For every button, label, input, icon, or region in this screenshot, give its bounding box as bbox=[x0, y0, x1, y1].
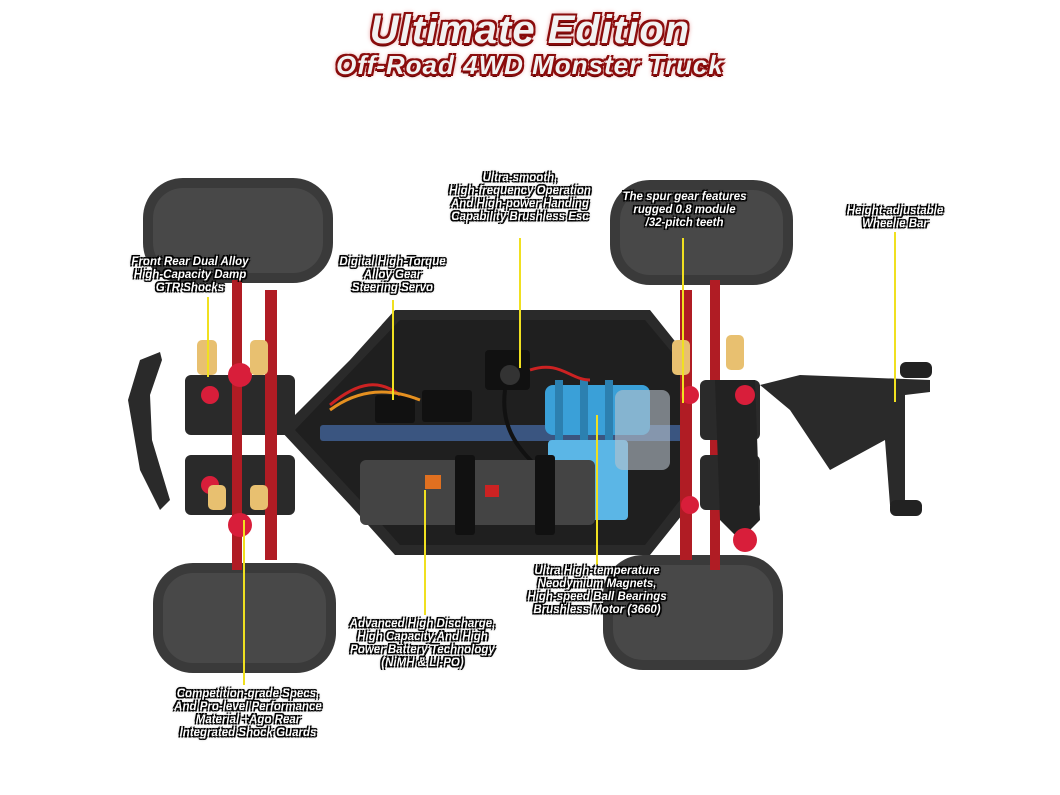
title-subtitle: Off-Road 4WD Monster Truck bbox=[336, 50, 724, 80]
callout-shocks: Front Rear Dual Alloy High-Capacity Damp… bbox=[131, 256, 249, 294]
front-bumper bbox=[128, 352, 170, 510]
servo bbox=[375, 395, 415, 423]
leader-line-battery bbox=[424, 490, 426, 615]
leader-line-spur bbox=[682, 238, 684, 403]
leader-line-esc bbox=[519, 238, 521, 368]
receiver bbox=[422, 390, 472, 422]
leader-line-wheelie bbox=[894, 232, 896, 402]
leader-line-motor bbox=[596, 415, 598, 565]
wheelie-bar bbox=[760, 362, 932, 516]
tire-front-right bbox=[610, 180, 793, 285]
leader-line-servo bbox=[392, 300, 394, 400]
callout-wheelie-bar: Height-adjustable Wheelie Bar bbox=[846, 205, 944, 230]
callout-battery: Advanced High Discharge, High Capacity A… bbox=[349, 618, 496, 669]
callout-spur-gear: The spur gear features rugged 0.8 module… bbox=[622, 191, 747, 229]
battery bbox=[360, 460, 595, 525]
leader-line-shocks bbox=[207, 297, 209, 377]
tire-front-left bbox=[143, 178, 333, 283]
callout-servo: Digital High-Torque Alloy Gear Steering … bbox=[339, 256, 446, 294]
leader-line-guards bbox=[243, 520, 245, 685]
callout-esc: Ultra-smooth, High-frequency Operation A… bbox=[449, 172, 591, 223]
callout-shock-guards: Competition-grade Specs, And Pro-level P… bbox=[174, 688, 322, 739]
callout-motor: Ultra High-temperature Neodymium Magnets… bbox=[527, 565, 667, 616]
tire-rear-right bbox=[603, 555, 783, 670]
title-main: Ultimate Edition bbox=[369, 8, 691, 52]
